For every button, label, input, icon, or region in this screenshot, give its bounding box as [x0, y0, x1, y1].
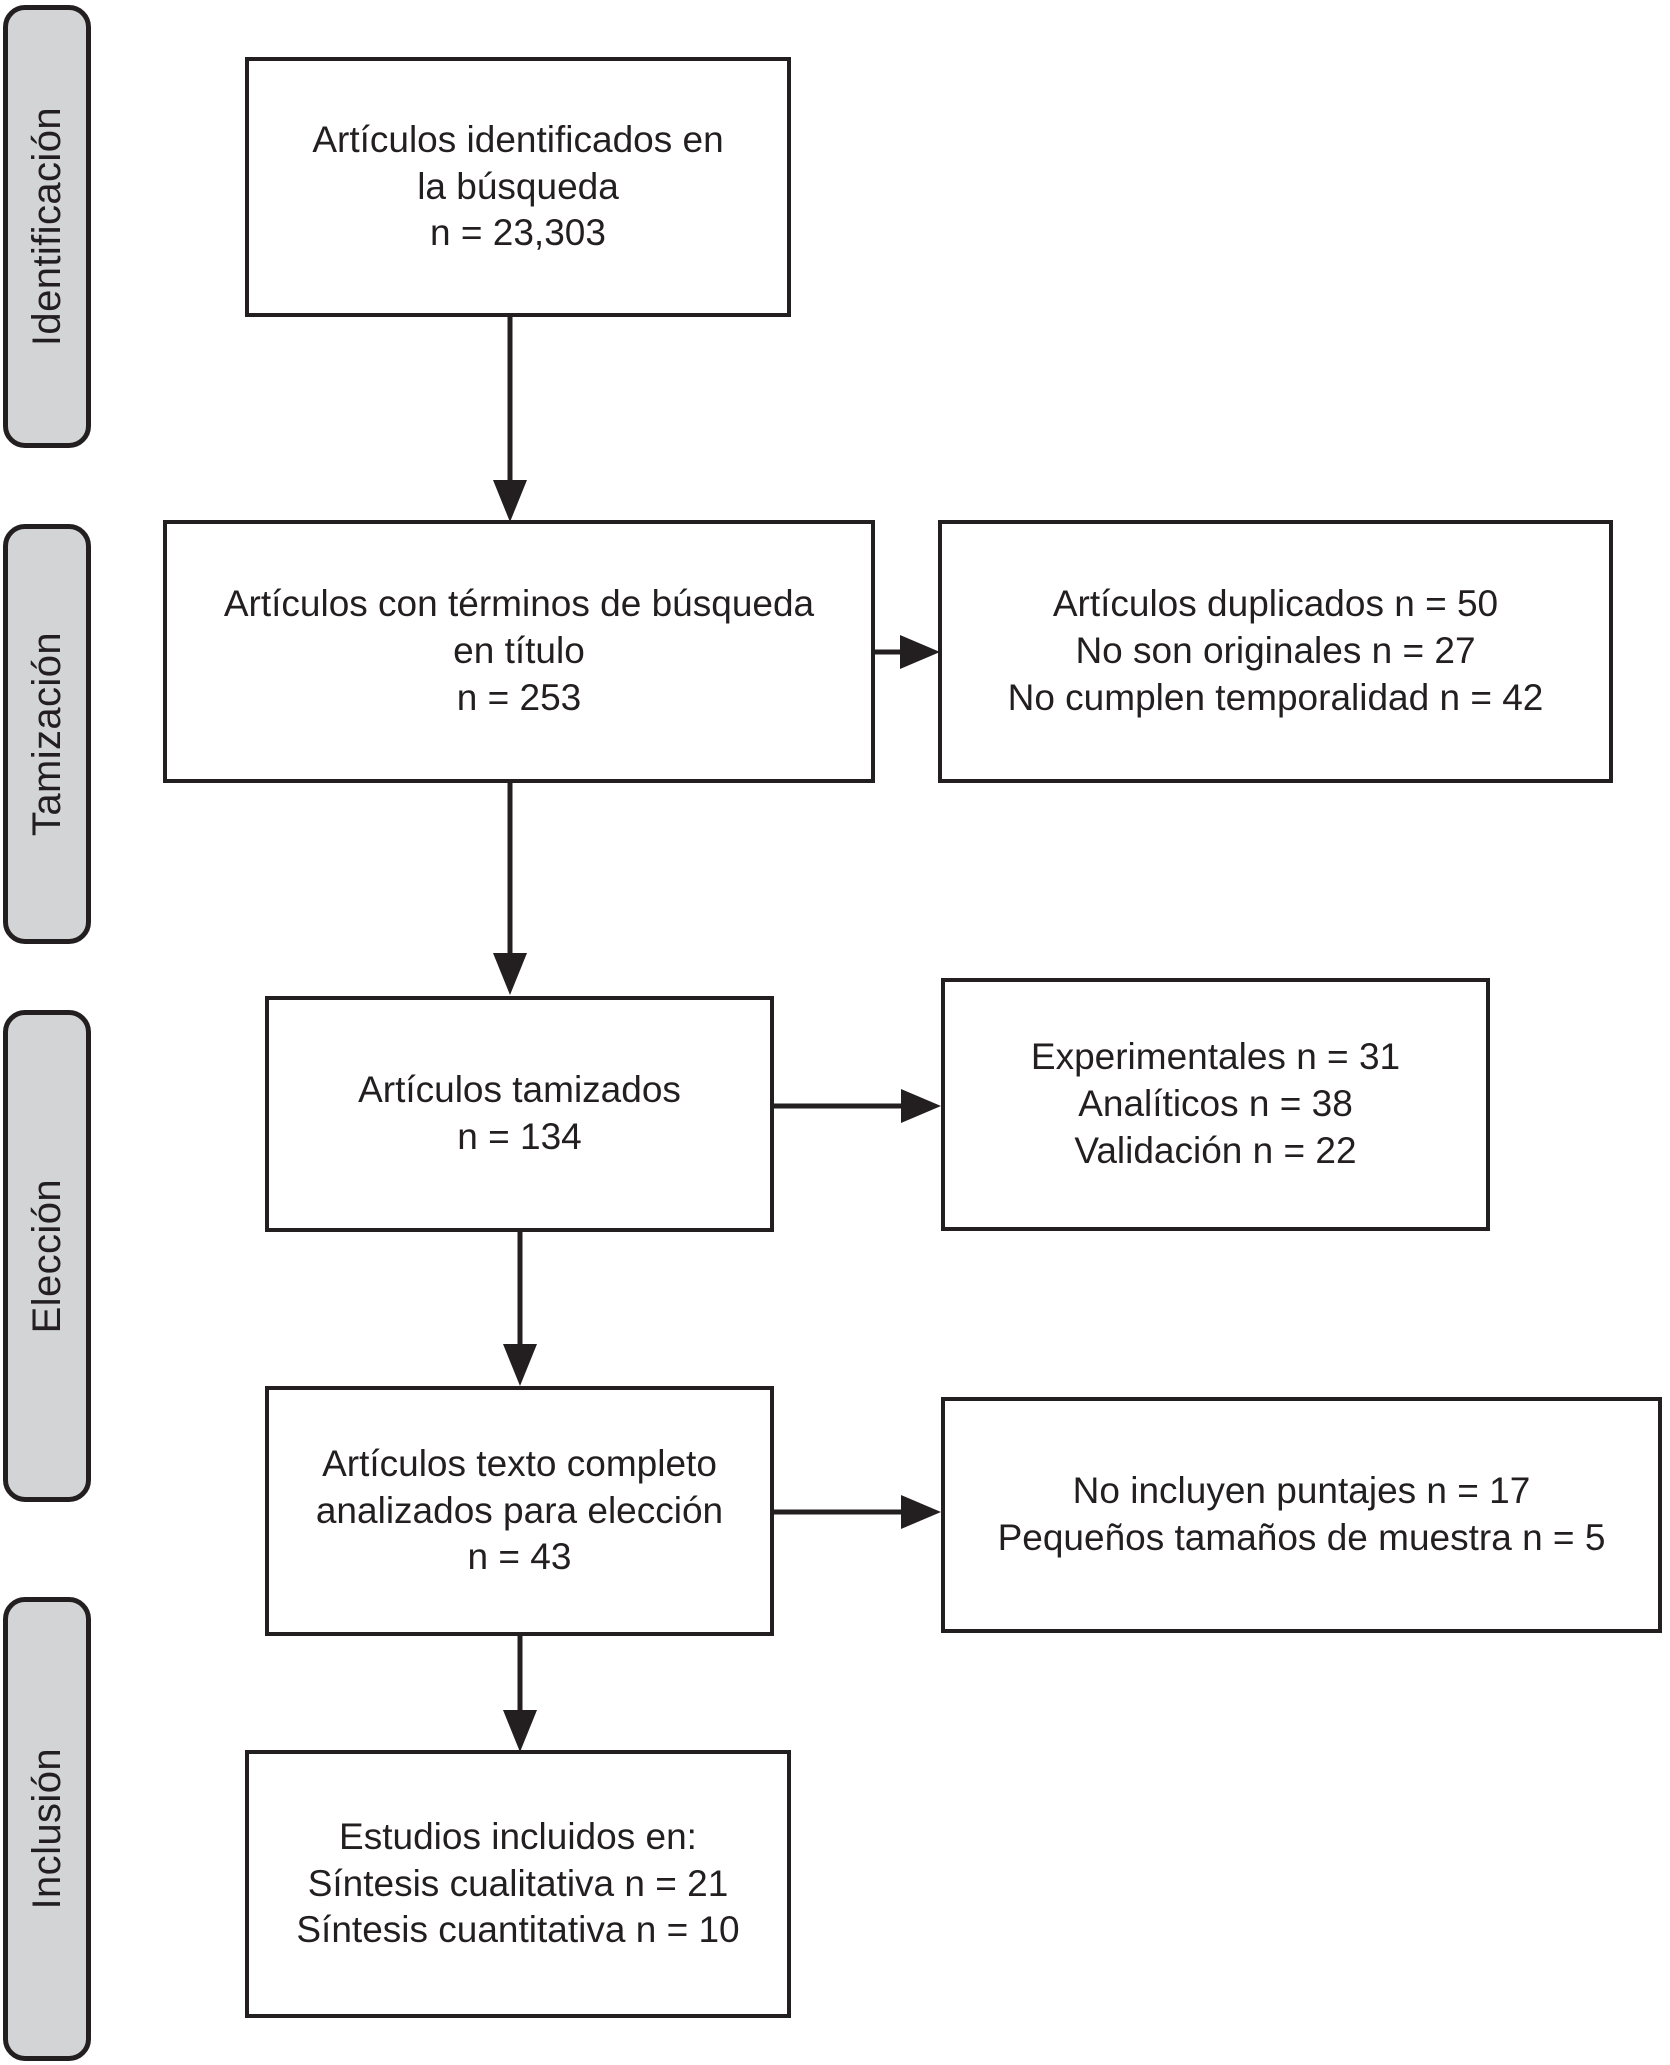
flow-box-terminos-titulo: Artículos con términos de búsqueda en tí… [163, 520, 875, 783]
side-box-excluidos-tamizacion: Artículos duplicados n = 50 No son origi… [938, 520, 1613, 783]
flow-box-incluidos-text: Estudios incluidos en: Síntesis cualitat… [296, 1815, 740, 1951]
connector-texto-completo-to-incluidos [500, 1636, 540, 1756]
stage-tab-label-tamizacion: Tamización [25, 631, 69, 837]
stage-tab-tamizacion: Tamización [3, 524, 91, 944]
stage-tab-label-inclusion: Inclusión [25, 1748, 69, 1910]
stage-tab-eleccion: Elección [3, 1010, 91, 1502]
connector-tamizados-to-texto-completo [500, 1232, 540, 1390]
flow-box-incluidos: Estudios incluidos en: Síntesis cualitat… [245, 1750, 791, 2018]
flow-box-identificados-text: Artículos identificados en la búsqueda n… [312, 118, 724, 254]
flow-box-texto-completo: Artículos texto completo analizados para… [265, 1386, 774, 1636]
connector-identificados-to-terminos [490, 316, 530, 526]
side-box-tipos-estudio-text: Experimentales n = 31 Analíticos n = 38 … [1030, 1036, 1401, 1171]
stage-tab-identificacion: Identificación [3, 5, 91, 448]
stage-tab-label-identificacion: Identificación [25, 106, 69, 347]
flow-box-identificados: Artículos identificados en la búsqueda n… [245, 57, 791, 317]
connector-texto-completo-to-excluidos [772, 1490, 944, 1534]
side-box-excluidos-eleccion: No incluyen puntajes n = 17 Pequeños tam… [941, 1397, 1662, 1633]
connector-terminos-to-tamizados [490, 783, 530, 999]
stage-tab-inclusion: Inclusión [3, 1597, 91, 2061]
connector-terminos-to-excluidos [873, 630, 943, 674]
flow-box-tamizados-text: Artículos tamizados n = 134 [358, 1069, 681, 1157]
flow-box-texto-completo-text: Artículos texto completo analizados para… [315, 1442, 724, 1578]
side-box-excluidos-tamizacion-text: Artículos duplicados n = 50 No son origi… [1007, 583, 1544, 718]
side-box-excluidos-eleccion-text: No incluyen puntajes n = 17 Pequeños tam… [997, 1470, 1606, 1558]
stage-tab-label-eleccion: Elección [25, 1178, 69, 1334]
connector-tamizados-to-tipos [772, 1084, 944, 1128]
flow-box-tamizados: Artículos tamizados n = 134 [265, 996, 774, 1232]
side-box-tipos-estudio: Experimentales n = 31 Analíticos n = 38 … [941, 978, 1490, 1231]
flow-box-terminos-titulo-text: Artículos con términos de búsqueda en tí… [223, 583, 815, 718]
